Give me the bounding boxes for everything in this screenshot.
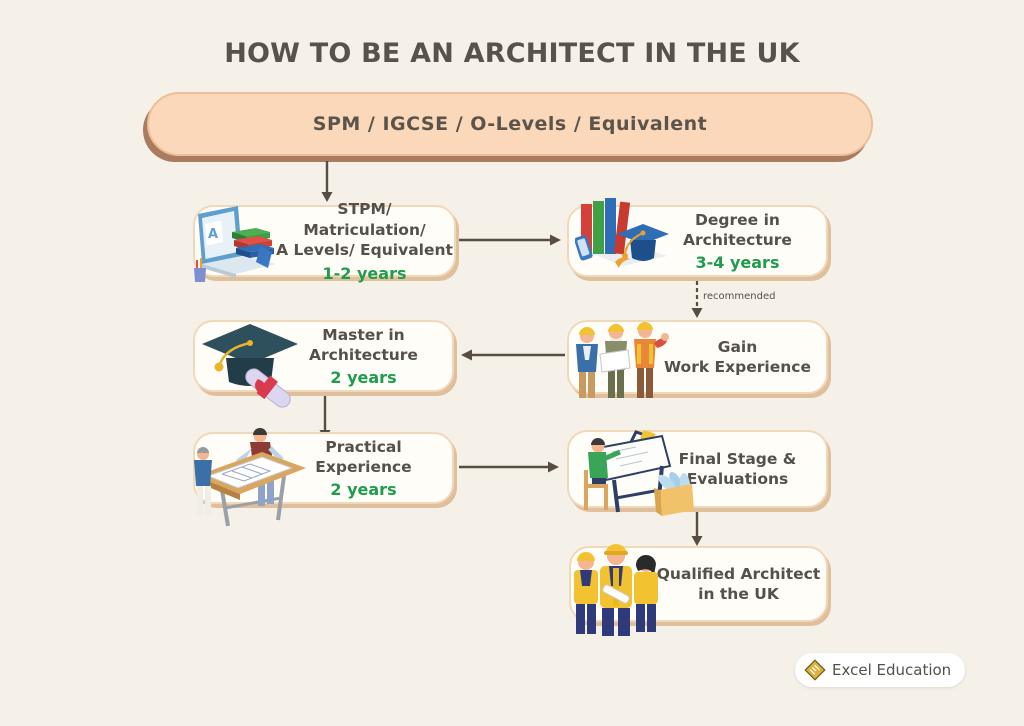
node-work-text: Gain Work Experience: [664, 337, 811, 376]
excel-education-logo-icon: [804, 659, 826, 681]
svg-text:A: A: [208, 227, 218, 242]
node-spm-igcse: SPM / IGCSE / O-Levels / Equivalent: [147, 92, 873, 156]
arrow-final-to-qualified: [691, 509, 703, 546]
laptop-books-icon: A: [194, 206, 276, 282]
node-qualified-text: Qualified Architect in the UK: [656, 564, 821, 603]
arrow-spm-to-stpm: [321, 161, 333, 202]
arrow-stpm-to-degree: [459, 234, 561, 246]
page-title: HOW TO BE AN ARCHITECT IN THE UK: [224, 38, 800, 69]
construction-team-icon: [574, 544, 658, 636]
duration-label: 1-2 years: [322, 263, 407, 283]
node-stpm-text: STPM/ Matriculation/ A Levels/ Equivalen…: [276, 200, 453, 283]
architect-desk-icon: [584, 430, 694, 516]
node-degree: Degree in Architecture 3-4 years: [567, 205, 828, 277]
node-degree-text: Degree in Architecture 3-4 years: [683, 210, 792, 273]
workers-blueprint-icon: [576, 322, 669, 398]
node-practical-text: Practical Experience 2 years: [275, 437, 452, 500]
arrow-degree-to-work-dashed: [691, 281, 703, 318]
arrow-practical-to-final: [459, 461, 559, 473]
drafting-table-icon: [194, 428, 306, 527]
node-master-text: Master in Architecture 2 years: [309, 325, 418, 388]
recommended-label: recommended: [703, 291, 776, 302]
node-final-text: Final Stage & Evaluations: [678, 449, 797, 488]
duration-label: 2 years: [330, 368, 397, 388]
arrow-work-to-master: [461, 349, 565, 361]
gradcap-scroll-icon: [202, 324, 298, 408]
duration-label: 3-4 years: [695, 253, 780, 273]
brand-badge: Excel Education: [795, 653, 966, 687]
duration-label: 2 years: [330, 480, 397, 500]
books-gradcap-icon: [575, 198, 669, 268]
brand-name: Excel Education: [832, 661, 952, 679]
node-spm-igcse-label: SPM / IGCSE / O-Levels / Equivalent: [312, 113, 708, 135]
